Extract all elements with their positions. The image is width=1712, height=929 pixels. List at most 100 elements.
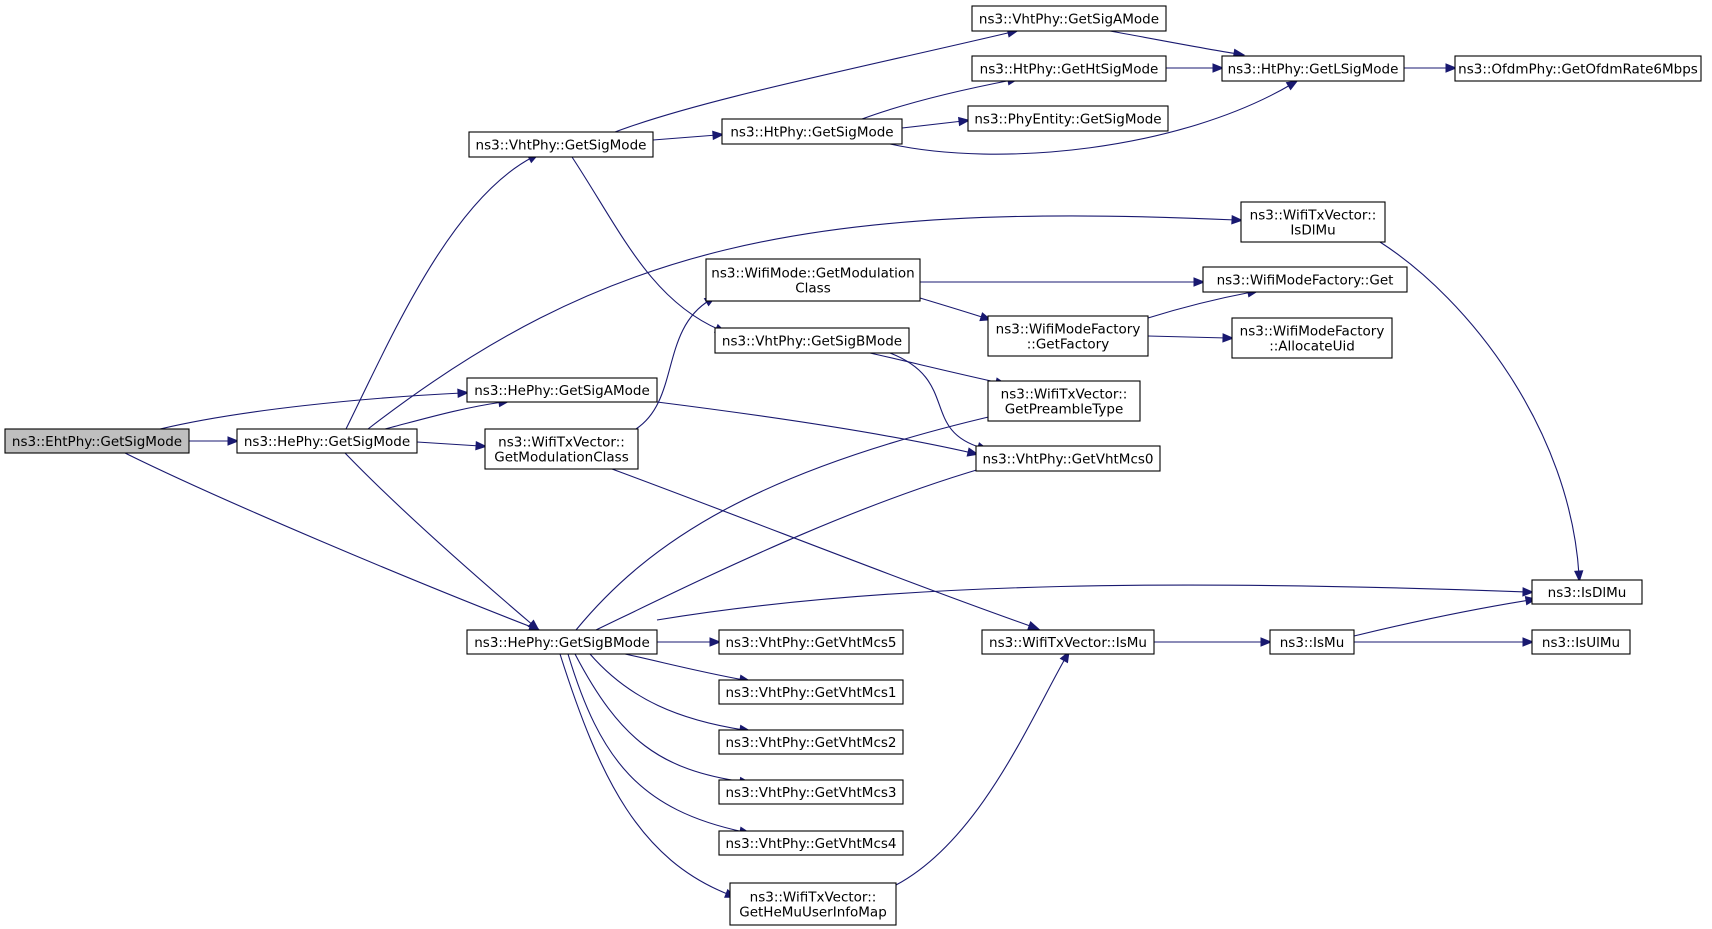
edge-wifimode_getmodclass-to-modefactory_get: [920, 277, 1206, 287]
node-ht-gethtsigmode[interactable]: ns3::HtPhy::GetHtSigMode: [971, 55, 1167, 82]
node-label: IsDlMu: [1290, 223, 1335, 239]
node-modefactory-getfactory[interactable]: ns3::WifiModeFactory::GetFactory: [987, 315, 1149, 357]
edge-he_getsigbmode-to-vht_mcs1: [624, 653, 752, 684]
node-box: [971, 5, 1167, 32]
node-label: ns3::HePhy::GetSigMode: [244, 434, 410, 450]
node-box: [975, 445, 1161, 472]
edge-he_getsigmode-to-he_getsigamode: [384, 397, 511, 430]
node-he-getsigamode[interactable]: ns3::HePhy::GetSigAMode: [466, 377, 658, 403]
node-ht-getlsigmode[interactable]: ns3::HtPhy::GetLSigMode: [1221, 55, 1405, 82]
node-vht-mcs2[interactable]: ns3::VhtPhy::GetVhtMcs2: [718, 729, 904, 755]
edge-vht_getsigmode-to-vht_getsigbmode: [571, 156, 727, 333]
node-box: [1202, 266, 1408, 293]
node-box: [987, 380, 1141, 422]
node-box: [236, 428, 418, 454]
node-label: ns3::VhtPhy::GetSigMode: [476, 138, 647, 154]
edge-ismu-to-isulmu: [1354, 637, 1535, 647]
node-label: GetHeMuUserInfoMap: [739, 905, 887, 921]
node-vht-mcs0[interactable]: ns3::VhtPhy::GetVhtMcs0: [975, 445, 1161, 472]
node-box: [1269, 629, 1355, 655]
edge-he_getsigbmode-to-vht_mcs0: [595, 456, 1020, 631]
node-vht-mcs4[interactable]: ns3::VhtPhy::GetVhtMcs4: [718, 830, 904, 856]
edge-eht_getsigmode-to-he_getsigmode: [189, 436, 240, 446]
edge-txv_isdlmu-to-isdlmu: [1379, 241, 1584, 583]
edge-modefactory_getfactory-to-modefactory_get: [1147, 288, 1260, 319]
node-box: [466, 629, 658, 655]
node-vht-mcs5[interactable]: ns3::VhtPhy::GetVhtMcs5: [718, 629, 904, 655]
node-label: ns3::VhtPhy::GetSigBMode: [722, 334, 902, 350]
node-label: ns3::VhtPhy::GetVhtMcs5: [726, 635, 897, 651]
edge-txv_ismu-to-ismu: [1154, 637, 1273, 647]
edge-wifimode_getmodclass-to-modefactory_getfactory: [919, 297, 992, 322]
node-vht-getsigbmode[interactable]: ns3::VhtPhy::GetSigBMode: [714, 327, 910, 354]
node-vht-mcs3[interactable]: ns3::VhtPhy::GetVhtMcs3: [718, 779, 904, 805]
node-phyentity-getsigmode[interactable]: ns3::PhyEntity::GetSigMode: [967, 105, 1169, 132]
node-box: [967, 105, 1169, 132]
node-label: ns3::WifiModeFactory: [1240, 324, 1385, 340]
node-label: ns3::HePhy::GetSigBMode: [474, 635, 650, 651]
node-txv-gethemuuserinfomap[interactable]: ns3::WifiTxVector::GetHeMuUserInfoMap: [729, 882, 897, 926]
node-box: [718, 779, 904, 805]
node-box: [1231, 317, 1393, 359]
node-modefactory-allocuid[interactable]: ns3::WifiModeFactory::AllocateUid: [1231, 317, 1393, 359]
node-txv-getpreamble[interactable]: ns3::WifiTxVector::GetPreambleType: [987, 380, 1141, 422]
node-modefactory-get[interactable]: ns3::WifiModeFactory::Get: [1202, 266, 1408, 293]
node-label: GetModulationClass: [494, 450, 629, 466]
node-box: [718, 830, 904, 856]
node-label: ns3::WifiTxVector::: [498, 435, 625, 451]
node-label: ns3::IsUlMu: [1542, 635, 1620, 651]
node-txv-getmodclass[interactable]: ns3::WifiTxVector::GetModulationClass: [484, 428, 639, 470]
node-label: ::GetFactory: [1027, 337, 1109, 353]
node-label: ns3::PhyEntity::GetSigMode: [974, 112, 1161, 128]
edge-he_getsigmode-to-txv_isdlmu: [367, 215, 1244, 430]
node-vht-getsigamode[interactable]: ns3::VhtPhy::GetSigAMode: [971, 5, 1167, 32]
node-box: [1531, 579, 1643, 605]
edge-eht_getsigmode-to-he_getsigbmode: [124, 452, 541, 631]
edge-vht_getsigmode-to-ht_getsigmode: [652, 130, 725, 141]
node-eht-getsigmode[interactable]: ns3::EhtPhy::GetSigMode: [4, 428, 190, 454]
node-wifimode-getmodclass[interactable]: ns3::WifiMode::GetModulationClass: [705, 258, 921, 302]
edge-vht_getsigbmode-to-txv_getpreamble: [869, 352, 1008, 387]
node-label: ns3::VhtPhy::GetVhtMcs1: [726, 685, 897, 701]
node-box: [981, 629, 1155, 655]
node-box: [1454, 55, 1702, 82]
edge-txv_gethemuuserinfomap-to-txv_ismu: [895, 650, 1070, 886]
edge-he_getsigmode-to-txv_getmodclass: [416, 441, 488, 451]
node-ismu[interactable]: ns3::IsMu: [1269, 629, 1355, 655]
node-box: [718, 629, 904, 655]
node-label: ns3::WifiModeFactory::Get: [1217, 273, 1394, 289]
edge-txv_getmodclass-to-wifimode_getmodclass: [635, 296, 717, 430]
node-he-getsigbmode[interactable]: ns3::HePhy::GetSigBMode: [466, 629, 658, 655]
edge-ht_getsigmode-to-ht_getlsigmode: [889, 80, 1299, 155]
node-ht-getsigmode[interactable]: ns3::HtPhy::GetSigMode: [721, 118, 903, 145]
edge-modefactory_getfactory-to-modefactory_allocuid: [1147, 333, 1235, 343]
node-label: GetPreambleType: [1005, 402, 1124, 418]
node-box: [714, 327, 910, 354]
node-box: [718, 679, 904, 705]
edge-vht_getsigbmode-to-vht_mcs0: [889, 352, 990, 452]
node-box: [1531, 629, 1631, 655]
node-isdlmu[interactable]: ns3::IsDlMu: [1531, 579, 1643, 605]
node-he-getsigmode[interactable]: ns3::HePhy::GetSigMode: [236, 428, 418, 454]
edge-he_getsigbmode-to-txv_getpreamble: [575, 411, 1005, 631]
node-label: ns3::IsDlMu: [1548, 585, 1627, 601]
node-txv-ismu[interactable]: ns3::WifiTxVector::IsMu: [981, 629, 1155, 655]
node-label: ns3::VhtPhy::GetSigAMode: [979, 12, 1159, 28]
node-box: [468, 131, 654, 158]
node-label: ns3::WifiTxVector::: [1001, 387, 1128, 403]
node-label: ns3::HtPhy::GetSigMode: [730, 125, 893, 141]
edge-eht_getsigmode-to-he_getsigamode: [159, 388, 470, 430]
node-label: ns3::WifiMode::GetModulation: [711, 266, 914, 282]
edge-ht_getlsigmode-to-ofdm_rate6: [1404, 63, 1458, 73]
node-box: [466, 377, 658, 403]
node-ofdm-rate6[interactable]: ns3::OfdmPhy::GetOfdmRate6Mbps: [1454, 55, 1702, 82]
node-label: ns3::VhtPhy::GetVhtMcs0: [983, 452, 1154, 468]
node-vht-getsigmode[interactable]: ns3::VhtPhy::GetSigMode: [468, 131, 654, 158]
node-txv-isdlmu[interactable]: ns3::WifiTxVector::IsDlMu: [1240, 201, 1386, 243]
node-isulmu[interactable]: ns3::IsUlMu: [1531, 629, 1631, 655]
node-label: ns3::WifiModeFactory: [996, 322, 1141, 338]
node-box: [4, 428, 190, 454]
node-vht-mcs1[interactable]: ns3::VhtPhy::GetVhtMcs1: [718, 679, 904, 705]
